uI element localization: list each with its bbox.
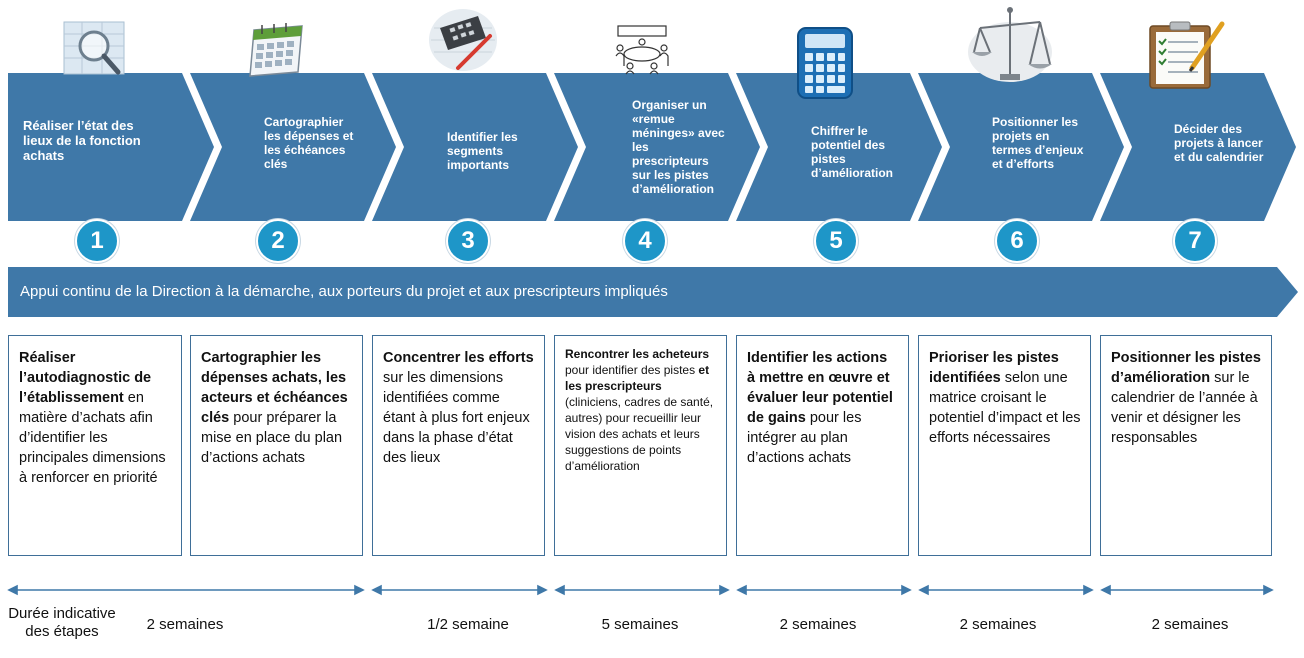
duration-1: 2 semaines [146,616,224,633]
duration-label: Durée indicative des étapes [8,605,116,640]
step-1-description: Réaliser l’autodiagnostic de l’établisse… [8,335,182,556]
duration-arrows [7,584,1274,596]
box-1-text: en matière d’achats afin d’identifier le… [19,390,166,486]
step-5-number: 5 [814,219,858,263]
meeting-icon [615,25,669,75]
chevron-4 [554,73,760,221]
step-3-label: Identifier les segments importants [447,130,518,172]
chevron-6 [918,73,1124,221]
chevron-7 [1100,73,1296,221]
banner-text: Appui continu de la Direction à la démar… [20,283,668,300]
checklist-icon [1149,21,1225,89]
box-6-bold: Prioriser les pistes identifiées [929,350,1059,386]
chevron-2 [190,73,396,221]
duration-6: 2 semaines [1151,616,1229,633]
step-4-number: 4 [623,219,667,263]
step-2-description: Cartographier les dépenses achats, les a… [190,335,363,556]
banner-arrow [8,267,1298,317]
step-6-label: Positionner les projets en termes d’enje… [992,115,1084,171]
box-4-text: pour identifier des pistes [565,363,699,377]
step-1-label: Réaliser l’état des lieux de la fonction… [23,118,141,163]
step-7-description: Positionner les pistes d’amélioration su… [1100,335,1272,556]
box-3-bold: Concentrer les efforts [383,350,534,366]
box-4-bold-2: et les prescripteurs [565,363,710,393]
step-7-number: 7 [1173,219,1217,263]
step-5-description: Identifier les actions à mettre en œuvre… [736,335,909,556]
step-3-description: Concentrer les efforts sur les dimension… [372,335,545,556]
box-5-bold: Identifier les actions à mettre en œuvre… [747,350,893,426]
step-4-description: Rencontrer les acheteurs pour identifier… [554,335,727,556]
step-5-label: Chiffrer le potentiel des pistes d’améli… [811,124,894,180]
box-4-text-2: (cliniciens, cadres de santé, autres) po… [565,395,714,473]
step-4-label: Organiser un «remue méninges» avec les p… [632,98,725,196]
chevron-3 [372,73,578,221]
calculator-icon [797,27,853,99]
box-1-bold: Réaliser l’autodiagnostic de l’établisse… [19,350,152,406]
box-2-text: pour préparer la mise en place du plan d… [201,410,343,466]
duration-2: 1/2 semaine [427,616,509,633]
step-1-number: 1 [75,219,119,263]
box-7-text: sur le calendrier de l’année à venir et … [1111,370,1258,446]
box-4-bold: Rencontrer les acheteurs [565,347,710,361]
step-7-label: Décider des projets à lancer et du calen… [1174,122,1264,164]
step-2-number: 2 [256,219,300,263]
chevron-5 [736,73,942,221]
box-5-text: pour les intégrer au plan d’actions acha… [747,410,862,466]
step-6-description: Prioriser les pistes identifiées selon u… [918,335,1091,556]
box-6-text: selon une matrice croisant le potentiel … [929,370,1081,446]
box-7-bold: Positionner les pistes d’amélioration [1111,350,1261,386]
scales-icon [968,7,1052,82]
calendar-icon [249,23,303,77]
step-3-number: 3 [446,219,490,263]
duration-3: 5 semaines [601,616,679,633]
magnifier-icon [63,21,125,75]
step-2-label: Cartographier les dépenses et les échéan… [264,115,354,171]
chevron-1 [8,73,214,221]
calculator-pen-icon [429,9,497,71]
step-6-number: 6 [995,219,1039,263]
box-2-bold: Cartographier les dépenses achats, les a… [201,350,348,426]
duration-4: 2 semaines [779,616,857,633]
duration-5: 2 semaines [959,616,1037,633]
box-3-text: sur les dimensions identifiées comme éta… [383,370,530,466]
